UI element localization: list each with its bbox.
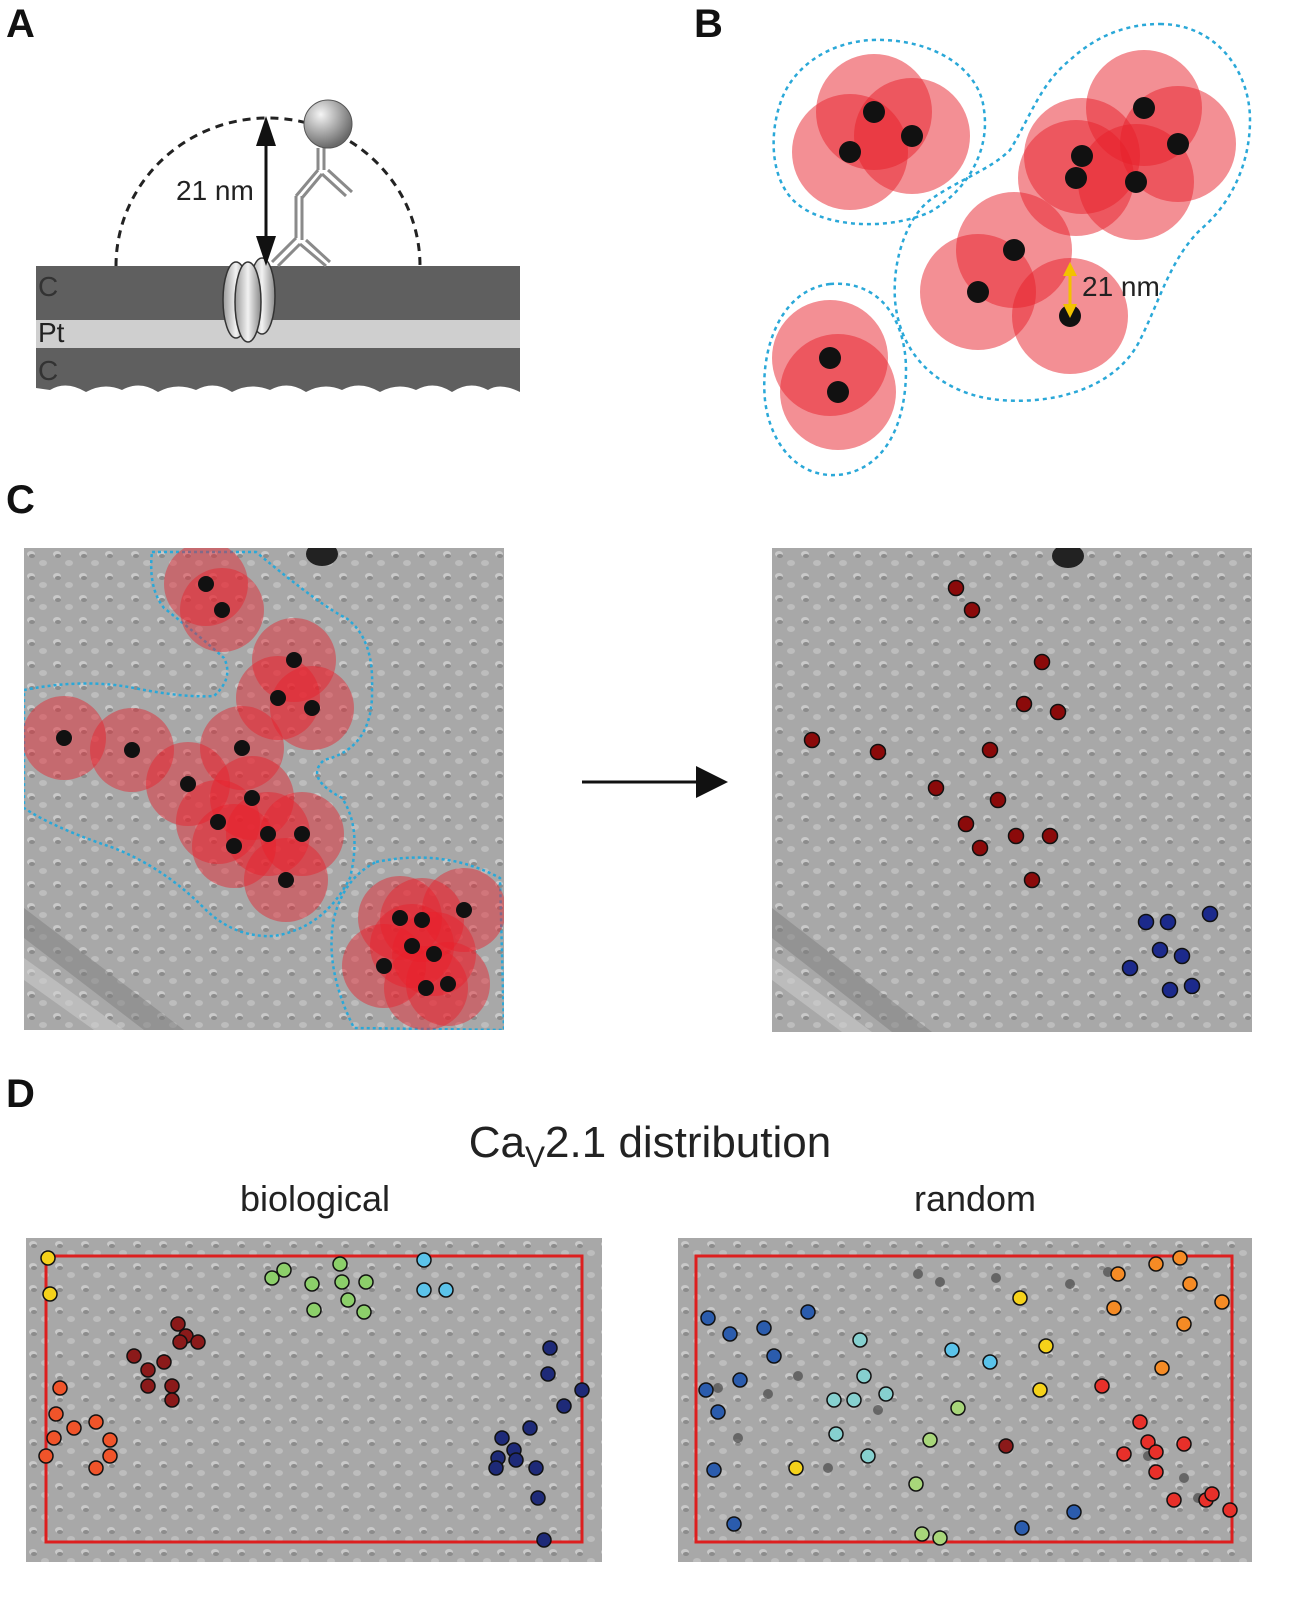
- panel-a-schematic: C Pt C 21 nm: [36, 99, 520, 392]
- title-rest: 2.1 distribution: [545, 1118, 832, 1167]
- title-subscript: V: [525, 1140, 546, 1174]
- gold-particle-icon: [303, 99, 353, 149]
- distance-arrow-yellow: [1063, 262, 1077, 318]
- title-main: Ca: [468, 1118, 526, 1167]
- distance-arrow: [256, 116, 276, 266]
- label-random: random: [913, 1178, 1037, 1219]
- panel-label-c: C: [6, 478, 35, 522]
- antibody-icon: [270, 148, 354, 268]
- panel-c-micrograph-clustered: [24, 548, 504, 1030]
- layer-label-c-top: C: [38, 271, 58, 302]
- cluster-outline: [772, 38, 987, 226]
- panel-label-a: A: [6, 2, 35, 46]
- panel-b-schematic: 21 nm: [763, 22, 1252, 477]
- panel-label-d: D: [6, 1072, 35, 1116]
- channel-protein-icon: [222, 257, 276, 343]
- figure-title: CaV2.1 distribution: [0, 1118, 1300, 1175]
- distance-label-b: 21 nm: [1082, 271, 1160, 302]
- panel-d-biological: [26, 1238, 602, 1562]
- panel-d-random: [678, 1238, 1252, 1562]
- right-arrow-icon: [582, 766, 728, 798]
- panel-label-b: B: [694, 2, 723, 46]
- panel-c-micrograph-colored: [772, 548, 1252, 1032]
- distance-label: 21 nm: [176, 175, 254, 206]
- layer-label-pt: Pt: [38, 317, 65, 348]
- layer-label-c-bottom: C: [38, 355, 58, 386]
- cluster-outline: [893, 22, 1252, 402]
- label-biological: biological: [239, 1178, 391, 1219]
